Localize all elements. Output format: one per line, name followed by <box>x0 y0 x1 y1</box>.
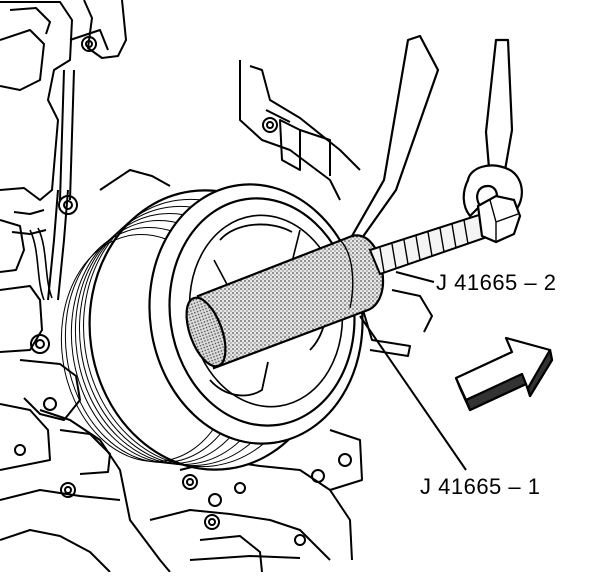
engine-block <box>0 0 433 573</box>
leader-line-2 <box>395 271 435 283</box>
callout-tool-2: J 41665 – 2 <box>436 270 557 295</box>
leader-line-1 <box>359 315 467 471</box>
callout-tool-1: J 41665 – 1 <box>420 474 541 499</box>
puller-tool <box>185 234 385 370</box>
forcing-screw <box>368 194 522 276</box>
leader-lines <box>359 271 467 471</box>
direction-arrow <box>454 336 554 412</box>
wrench <box>350 34 523 240</box>
